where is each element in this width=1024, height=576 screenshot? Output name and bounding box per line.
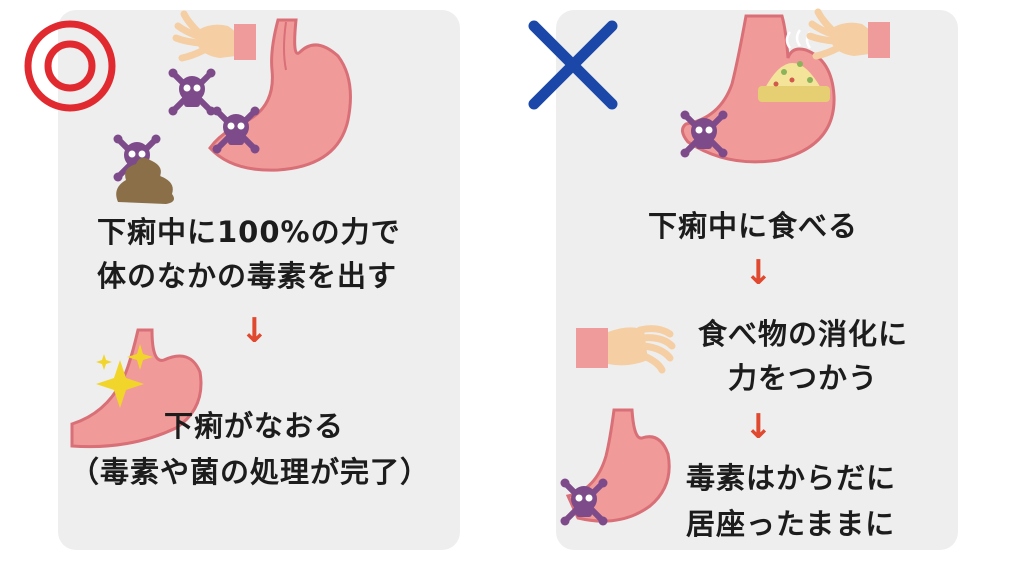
arrow-down-icon: ↓ bbox=[240, 311, 269, 351]
sparkle-icon bbox=[96, 360, 144, 408]
hand-icon bbox=[176, 14, 256, 60]
cross-mark-icon bbox=[528, 20, 618, 110]
stomach-expelling-toxins-illustration bbox=[0, 0, 352, 204]
skull-icon bbox=[169, 69, 216, 116]
left-line-2: 体のなかの毒素を出す bbox=[97, 259, 398, 293]
arrow-down-icon: ↓ bbox=[744, 253, 773, 293]
poop-icon bbox=[116, 157, 174, 204]
hand-icon bbox=[810, 12, 890, 58]
right-line-4: 毒素はからだに bbox=[686, 461, 897, 495]
sparkle-icon bbox=[96, 354, 112, 370]
hand-icon bbox=[576, 325, 676, 374]
food-icon bbox=[764, 63, 822, 90]
left-line-1: 下痢中に100%の力で bbox=[97, 215, 401, 249]
right-line-2: 食べ物の消化に bbox=[698, 317, 909, 351]
clean-stomach-illustration bbox=[70, 328, 203, 449]
stomach-with-toxin-illustration bbox=[550, 408, 671, 550]
double-circle-icon bbox=[24, 20, 116, 112]
stomach-with-food-illustration bbox=[560, 0, 960, 164]
arrow-down-icon: ↓ bbox=[744, 407, 773, 447]
sparkle-icon bbox=[127, 344, 153, 370]
right-line-5: 居座ったままに bbox=[686, 507, 896, 541]
right-line-3: 力をつかう bbox=[728, 361, 879, 395]
left-result-1: 下痢がなおる bbox=[164, 409, 345, 443]
left-panel bbox=[58, 10, 460, 550]
left-result-2: （毒素や菌の処理が完了） bbox=[70, 455, 431, 489]
right-line-1: 下痢中に食べる bbox=[648, 209, 859, 243]
